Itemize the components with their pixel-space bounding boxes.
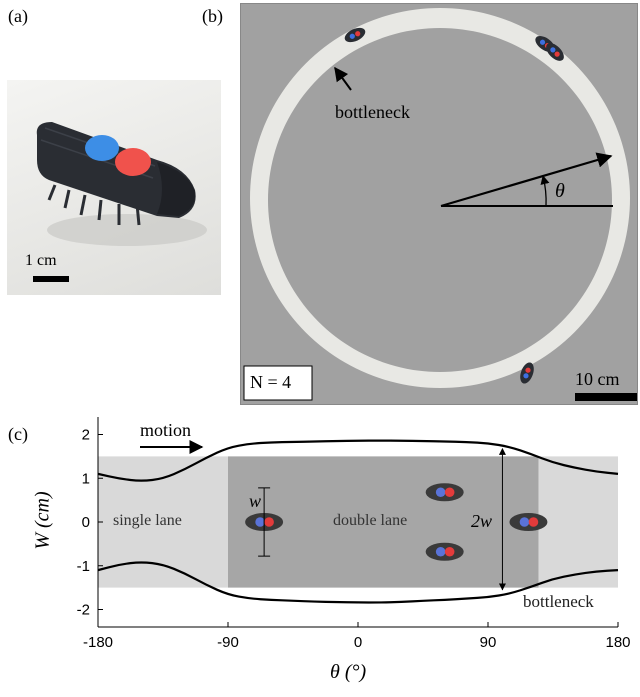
robot-count-box xyxy=(243,365,313,401)
single-lane-label: single lane xyxy=(113,512,182,529)
x-axis-label: θ (°) xyxy=(330,661,367,683)
motion-label: motion xyxy=(140,420,192,440)
lower-boundary-line xyxy=(97,561,619,604)
lane-robot xyxy=(425,542,464,561)
two-w-label: 2w xyxy=(471,511,493,531)
y-tick-label: -2 xyxy=(77,602,90,619)
lane-robot-blue-marker xyxy=(519,517,530,527)
y-tick-label: -1 xyxy=(77,558,90,575)
theta-direction-arrow xyxy=(440,152,613,208)
robot-red-marker xyxy=(115,148,151,176)
robot-shadow xyxy=(47,214,207,246)
scalebar-b xyxy=(575,393,637,401)
ring-track-drawing xyxy=(243,8,637,401)
double-lane-label: double lane xyxy=(333,512,408,529)
lane-robot-blue-marker xyxy=(435,546,446,557)
bottleneck-region-label: bottleneck xyxy=(523,592,594,611)
lane-robot xyxy=(509,513,548,531)
panel-a-label: (a) xyxy=(8,6,28,26)
lane-width-plot: -180 -90 0 90 180 2 1 0 -1 -2 xyxy=(77,417,631,651)
robot-blue-marker xyxy=(85,135,119,161)
lane-robot-blue-marker xyxy=(435,487,446,498)
x-tick-label: 0 xyxy=(354,634,362,651)
lane-robot xyxy=(425,483,464,502)
lane-robot-red-marker xyxy=(264,517,274,527)
ring-robot xyxy=(546,43,564,61)
y-tick-label: 0 xyxy=(82,514,90,531)
lane-robot-red-marker xyxy=(444,546,455,557)
x-tick-label: 90 xyxy=(480,634,497,651)
x-tick-label: 180 xyxy=(605,634,630,651)
y-tick-label: 1 xyxy=(82,470,90,487)
robot-count-label: N = 4 xyxy=(250,372,292,392)
robot-body xyxy=(36,122,196,218)
y-tick-label: 2 xyxy=(82,427,90,444)
scalebar-b-label: 10 cm xyxy=(575,369,620,389)
bottleneck-arrow xyxy=(334,66,352,91)
ring-robot xyxy=(520,362,534,384)
scalebar-a-label: 1 cm xyxy=(25,252,57,269)
theta-label: θ xyxy=(555,180,565,202)
lane-robot-red-marker xyxy=(444,487,455,498)
upper-boundary-line xyxy=(97,439,619,482)
panel-c-label: (c) xyxy=(8,424,28,444)
x-tick-label: -180 xyxy=(83,634,113,651)
ring-track xyxy=(250,8,631,388)
w-label: w xyxy=(249,491,262,511)
scalebar-a xyxy=(33,276,69,282)
bottleneck-label: bottleneck xyxy=(335,102,410,122)
theta-arc xyxy=(540,175,550,207)
x-tick-label: -90 xyxy=(217,634,239,651)
y-axis-label: W (cm) xyxy=(31,491,54,550)
ring-robot xyxy=(344,27,366,43)
lane-robot-blue-marker xyxy=(255,517,265,527)
panel-b-label: (b) xyxy=(202,6,223,26)
robot-photo-drawing xyxy=(33,122,207,282)
lane-robot-red-marker xyxy=(528,517,539,527)
region-bottleneck xyxy=(538,456,618,588)
ring-track-photo: bottleneck θ N = 4 10 cm xyxy=(240,3,638,405)
robot-photo: 1 cm xyxy=(7,80,221,295)
